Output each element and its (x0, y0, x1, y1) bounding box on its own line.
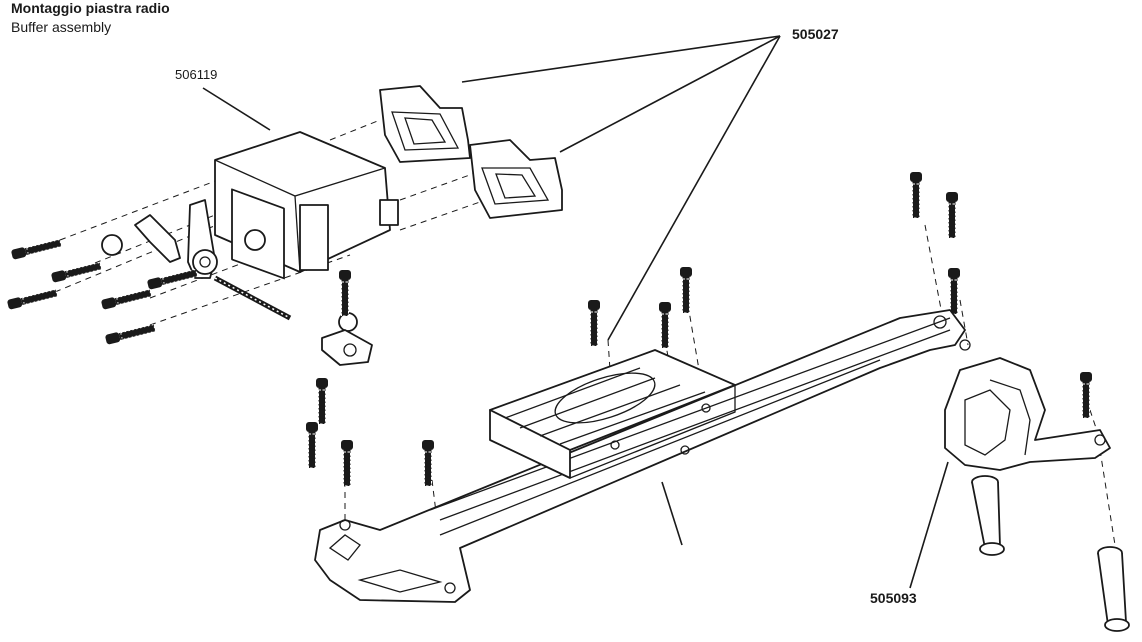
ball-link-icon (213, 275, 373, 366)
chassis-plate-icon (314, 309, 966, 603)
shock-tower-icon (944, 339, 1111, 471)
assembly-guide-lines (54, 119, 1116, 586)
part-code-servo: 506119 (175, 67, 218, 82)
radio-tray (489, 349, 736, 479)
part-code-chassis: 505093 (870, 590, 917, 606)
servo-icon (214, 131, 399, 280)
buffer-block-upper (379, 85, 471, 163)
buffer-block-lower (469, 139, 563, 219)
spacer-post-icon (971, 475, 1130, 632)
part-code-buffer: 505027 (792, 26, 839, 42)
servo-horn-icon (101, 199, 218, 279)
diagram-subtitle: Buffer assembly (11, 19, 112, 35)
diagram-title: Montaggio piastra radio (11, 0, 170, 16)
leader-lines (202, 35, 949, 589)
